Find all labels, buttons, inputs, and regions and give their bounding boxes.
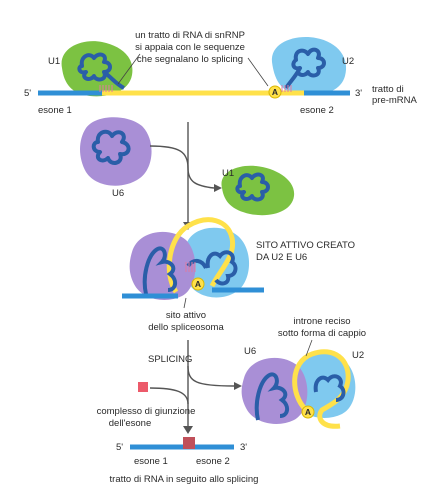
u1-label-released: U1 [222, 168, 234, 179]
branch-point-bottom [301, 405, 315, 419]
branch-a-label-active: A [195, 279, 201, 289]
premrna-label-line2: pre-mRNA [372, 95, 418, 106]
u2-snrnp-top [271, 37, 347, 96]
u6-rna-squiggle-mid [91, 129, 131, 165]
three-prime-label-top: 3' [355, 88, 362, 99]
pairing-ticks-u1 [99, 85, 113, 92]
exon-junction-complex-final [183, 437, 195, 449]
u2-label-bottom: U2 [352, 350, 364, 361]
junction-label-line2: dell'esone [109, 418, 152, 429]
u2-label-top: U2 [342, 56, 354, 67]
splicing-label: SPLICING [148, 354, 192, 365]
pairing-ticks-u2 [281, 85, 292, 92]
active-site-pointer-line1: sito attivo [166, 310, 206, 321]
arrow-head-u1 [214, 184, 222, 192]
u6-label-bottom: U6 [244, 346, 256, 357]
pairing-ticks-active [185, 262, 196, 272]
branch-a-label-top: A [272, 87, 278, 97]
u1-label-top: U1 [48, 56, 60, 67]
junction-label-line1: complesso di giunzione [97, 406, 196, 417]
u6-label-mid: U6 [112, 188, 124, 199]
arrow-head-lariat [234, 382, 242, 390]
u2-rna-active [205, 250, 238, 286]
active-site-label-line2: DA U2 E U6 [256, 252, 307, 263]
u6-snrnp-mid [80, 117, 152, 186]
u1-rna-tail-top [102, 70, 125, 90]
intron-lariat-bottom [292, 349, 351, 429]
intron-label-line2: sotto forma di cappio [278, 328, 366, 339]
arrow-branch-splicing [187, 365, 235, 387]
exon1-label-top: esone 1 [38, 105, 72, 116]
u6-rna-bottom [254, 372, 289, 421]
active-site-pointer [183, 297, 187, 309]
arrow-branch-icon [149, 145, 215, 189]
exon1-label-bottom: esone 1 [134, 456, 168, 467]
snrnp-note-line3: che segnalano lo splicing [137, 54, 243, 65]
u2-rna-tail-top [284, 67, 302, 90]
branch-point-top [268, 85, 282, 99]
premrna-label-line1: tratto di [372, 84, 404, 95]
u2-u6-link-active [186, 259, 208, 270]
snrnp-note-line2: si appaia con le sequenze [135, 42, 245, 53]
u2-snrnp-bottom [293, 353, 356, 418]
exon2-label-top: esone 2 [300, 105, 334, 116]
five-prime-label-bottom: 5' [116, 442, 123, 453]
five-prime-label-top: 5' [24, 88, 31, 99]
active-site-label-line1: SITO ATTIVO CREATO [256, 240, 355, 251]
intron-pointer [305, 339, 313, 357]
exon2-label-bottom: esone 2 [196, 456, 230, 467]
branch-a-label-bottom: A [305, 407, 311, 417]
arrow-branch-junction [149, 387, 189, 405]
u6-rna-active [142, 246, 177, 295]
snrnp-note-pointer-left [117, 53, 141, 85]
snrnp-note-line1: un tratto di RNA di snRNP [135, 30, 245, 41]
snrnp-note-pointer-right [247, 57, 269, 87]
arrow-head-splicing [183, 426, 193, 434]
active-site-pointer-line2: dello spliceosoma [148, 322, 224, 333]
u2-rna-bottom [313, 374, 346, 402]
branch-point-active [191, 277, 205, 291]
u1-rna-squiggle-released [235, 172, 270, 202]
intron-label-line1: introne reciso [293, 316, 350, 327]
exon-junction-complex [138, 382, 148, 392]
three-prime-label-bottom: 3' [240, 442, 247, 453]
caption: tratto di RNA in seguito allo splicing [110, 474, 259, 485]
